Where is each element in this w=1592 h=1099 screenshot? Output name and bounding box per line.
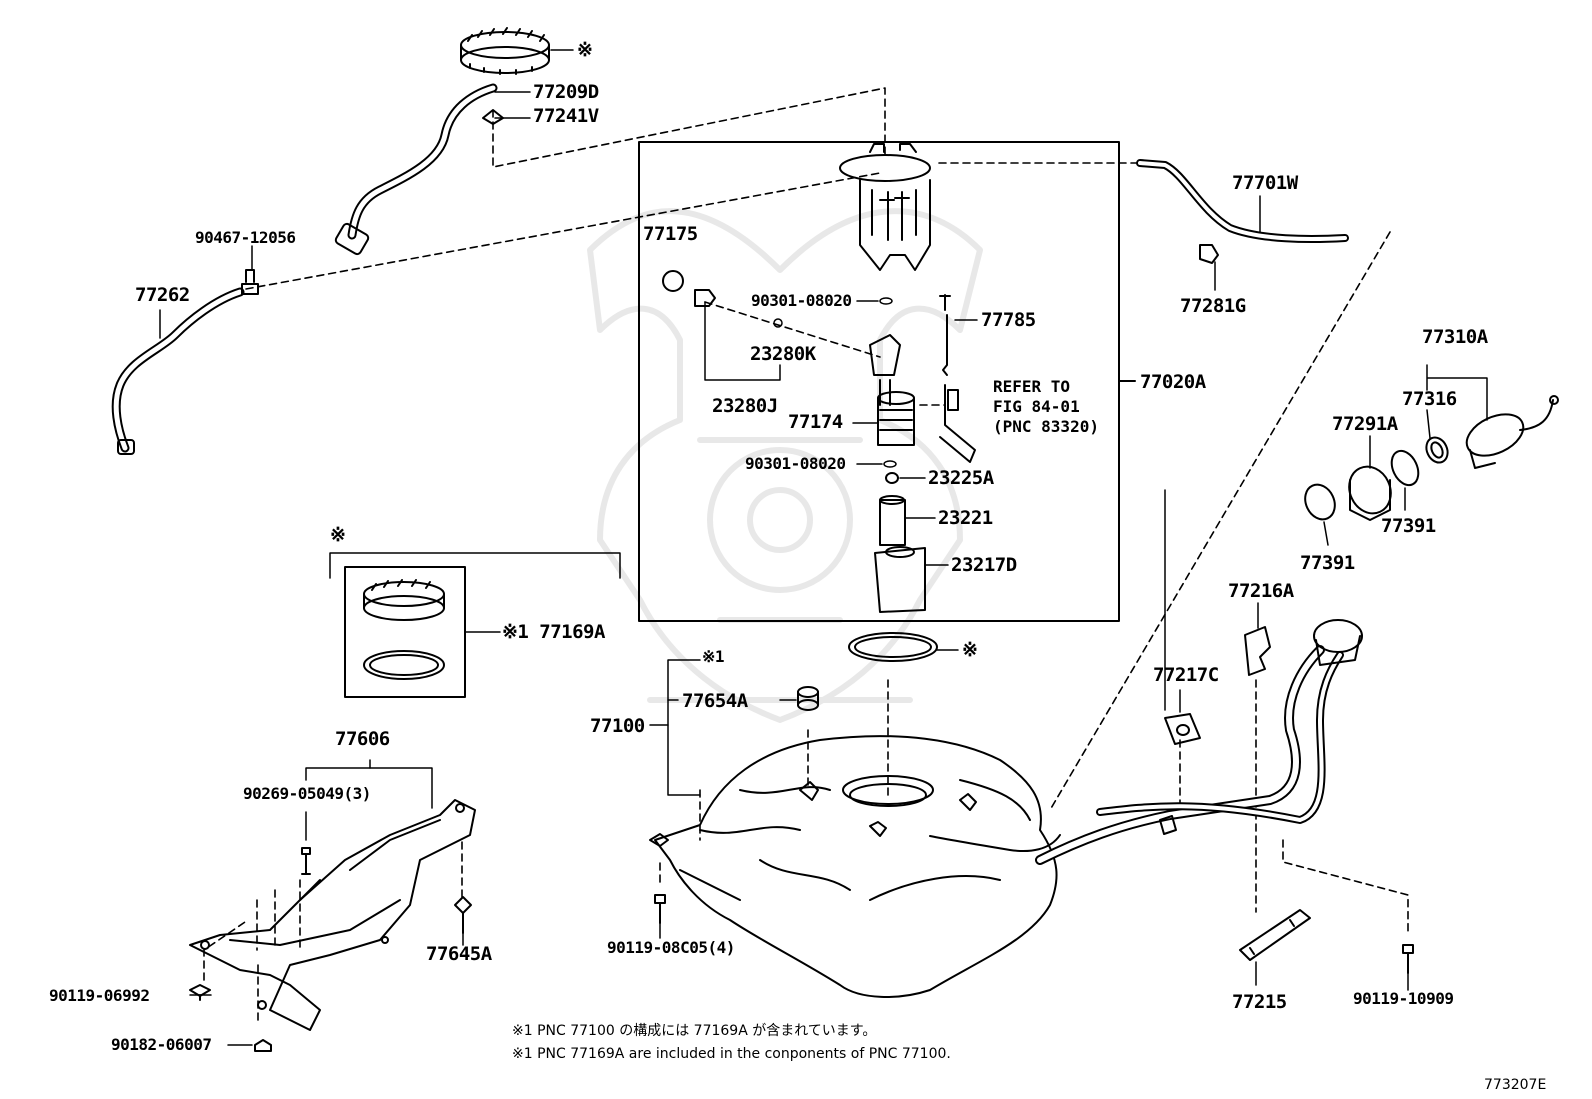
label-77020A: 77020A [1140, 371, 1206, 393]
gasket-77316 [1425, 436, 1449, 464]
label-77241V: 77241V [533, 105, 599, 127]
fuel-hose-77262 [111, 287, 245, 455]
refer-line-3: (PNC 83320) [993, 417, 1099, 436]
label-90301-08020-upper: 90301-08020 [751, 291, 852, 310]
label-77215: 77215 [1232, 991, 1287, 1013]
refer-line-2: FIG 84-01 [993, 397, 1080, 416]
filler-pipe [1035, 619, 1363, 865]
seal-77391-right [1390, 449, 1420, 487]
label-23221: 23221 [938, 507, 993, 529]
label-77281G: 77281G [1180, 295, 1246, 317]
label-77169A: ※1 77169A [502, 621, 605, 643]
label-23280J: 23280J [712, 395, 778, 417]
label-77310A: 77310A [1422, 326, 1488, 348]
label-77785: 77785 [981, 309, 1036, 331]
tank-gasket [848, 632, 938, 662]
label-90269-05049: 90269-05049(3) [243, 784, 371, 803]
label-90119-10909: 90119-10909 [1353, 989, 1454, 1008]
mark-kit-bracket: ※ [330, 524, 346, 546]
kit-lock-ring [363, 579, 445, 621]
refer-block: REFER TO FIG 84-01 (PNC 83320) [993, 377, 1099, 437]
fuel-pump-module [839, 143, 931, 271]
clamp-77217C [1164, 713, 1201, 745]
label-77175: 77175 [643, 223, 698, 245]
label-77316: 77316 [1402, 388, 1457, 410]
grommet-77654A [797, 686, 819, 711]
label-77654A: 77654A [682, 690, 748, 712]
label-77291A: 77291A [1332, 413, 1398, 435]
label-90182-06007: 90182-06007 [111, 1035, 212, 1054]
label-77391-right: 77391 [1381, 515, 1436, 537]
mark-note-77100: ※1 [702, 647, 725, 666]
mark-gasket: ※ [962, 639, 978, 661]
label-23217D: 23217D [951, 554, 1017, 576]
kit-gasket [363, 650, 445, 680]
label-77606: 77606 [335, 728, 390, 750]
bracket-77216A [1244, 626, 1271, 676]
clip-90467 [241, 269, 259, 295]
label-90301-08020-lower: 90301-08020 [745, 454, 846, 473]
label-23280K: 23280K [750, 343, 816, 365]
seal-77391-left [1304, 483, 1336, 521]
bolts [189, 847, 1414, 1052]
label-77391-left: 77391 [1300, 552, 1355, 574]
leader-77100 [649, 659, 701, 796]
dashed-reference-lines [203, 87, 1409, 1021]
label-90119-06992: 90119-06992 [49, 986, 150, 1005]
kit-box-77169A [344, 566, 466, 698]
label-77217C: 77217C [1153, 664, 1219, 686]
bracket-77606 [189, 799, 476, 1031]
leader-77606 [305, 759, 433, 841]
label-77209D: 77209D [533, 81, 599, 103]
label-77174: 77174 [788, 411, 843, 433]
fuel-cap-77316 [1465, 395, 1559, 469]
leader-77310A [1323, 364, 1488, 546]
footnote-english: ※1 PNC 77169A are included in the conpon… [512, 1046, 951, 1062]
label-77216A: 77216A [1228, 580, 1294, 602]
lock-ring-top [460, 27, 550, 75]
mark-ring-top: ※ [577, 39, 593, 61]
bracket-77215 [1239, 909, 1311, 961]
label-77701W: 77701W [1232, 172, 1298, 194]
figure-id: 773207E [1484, 1077, 1547, 1093]
filler-neck-77291A [1348, 465, 1392, 521]
leader-lines [329, 300, 1166, 711]
short-leaders [189, 922, 1409, 1046]
label-77100: 77100 [590, 715, 645, 737]
label-90119-08C05: 90119-08C05(4) [607, 938, 735, 957]
fuel-return-hose [334, 83, 498, 256]
fuel-tank-77100 [649, 735, 1061, 998]
label-90467-12056: 90467-12056 [195, 228, 296, 247]
label-77645A: 77645A [426, 943, 492, 965]
pump-internals [662, 270, 976, 613]
label-77262: 77262 [135, 284, 190, 306]
label-23225A: 23225A [928, 467, 994, 489]
vent-tube-77701W [1136, 159, 1349, 264]
refer-line-1: REFER TO [993, 377, 1071, 396]
footnote-japanese: ※1 PNC 77100 の構成には 77169A が含まれています。 [512, 1023, 877, 1039]
